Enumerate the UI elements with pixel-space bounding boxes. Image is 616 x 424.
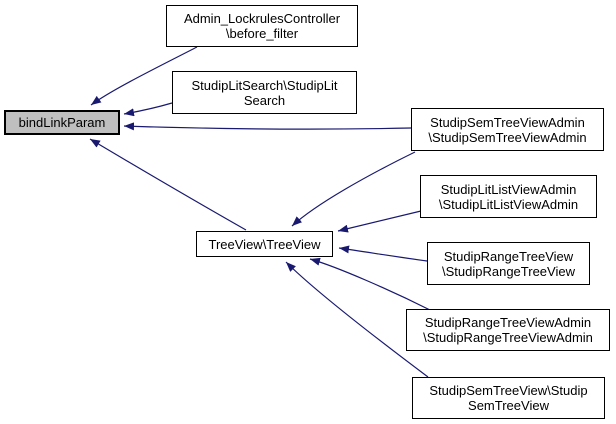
graph-node-label-line: StudipSemTreeViewAdmin xyxy=(430,114,585,130)
edges-layer xyxy=(89,46,431,378)
graph-node-label-line: \StudipRangeTreeView xyxy=(442,263,575,279)
edge-tree-view-to-bindLinkParam xyxy=(89,138,247,231)
graph-node-tree-view[interactable]: TreeView\TreeView xyxy=(196,231,333,257)
graph-node-label-line: SemTreeView xyxy=(468,398,549,413)
edge-admin-lockrules-to-bindLinkParam xyxy=(90,46,198,106)
edge-sem-tree-view-admin-to-bindLinkParam xyxy=(123,122,412,131)
edge-lit-list-view-admin-to-tree-view xyxy=(337,210,422,233)
graph-node-range-tree-view-admin[interactable]: StudipRangeTreeViewAdmin\StudipRangeTree… xyxy=(406,309,610,351)
graph-node-label-line: StudipLitListViewAdmin xyxy=(440,181,577,197)
graph-node-label-line: StudipRangeTreeView xyxy=(443,248,574,264)
graph-node-label-line: StudipLitSearch\StudipLit xyxy=(191,77,338,93)
graph-node-label-line: StudipSemTreeView\Studip xyxy=(429,383,588,398)
graph-node-label-line: \StudipSemTreeViewAdmin xyxy=(428,129,587,145)
graph-node-label-line: Search xyxy=(243,92,286,108)
graph-node-label-line: TreeView\TreeView xyxy=(208,236,321,252)
graph-node-label-line: \StudipLitListViewAdmin xyxy=(438,196,579,212)
graph-node-range-tree-view[interactable]: StudipRangeTreeView\StudipRangeTreeView xyxy=(427,242,590,285)
graph-node-lit-list-view-admin[interactable]: StudipLitListViewAdmin\StudipLitListView… xyxy=(420,175,597,218)
graph-node-label-line: StudipRangeTreeViewAdmin xyxy=(424,315,592,330)
graph-node-bindLinkParam[interactable]: bindLinkParam xyxy=(4,110,120,135)
graph-node-label-line: \StudipRangeTreeViewAdmin xyxy=(423,330,593,345)
graph-node-label-line: \before_filter xyxy=(225,26,299,41)
graph-node-label-line: Admin_LockrulesController xyxy=(183,11,341,26)
edge-studip-lit-search-to-bindLinkParam xyxy=(123,102,173,117)
edge-range-tree-view-to-tree-view xyxy=(338,245,428,262)
graph-node-admin-lockrules[interactable]: Admin_LockrulesController\before_filter xyxy=(166,5,358,47)
graph-node-sem-tree-view-admin[interactable]: StudipSemTreeViewAdmin\StudipSemTreeView… xyxy=(411,108,604,151)
edge-sem-tree-view-admin-to-tree-view xyxy=(291,151,416,227)
edge-range-tree-view-admin-to-tree-view xyxy=(309,257,431,311)
edge-sem-tree-view-to-tree-view xyxy=(285,261,429,378)
graph-node-label-line: bindLinkParam xyxy=(18,115,106,130)
